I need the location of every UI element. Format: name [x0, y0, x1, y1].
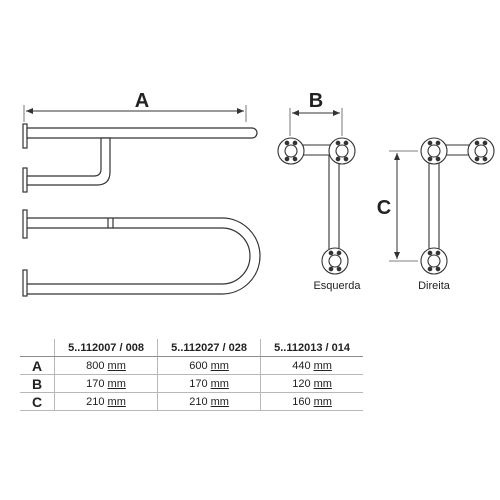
dimension-b: B: [289, 90, 343, 136]
right-view-label: Direita: [418, 280, 451, 292]
wall-plate: [22, 269, 28, 297]
mounting-flange: [420, 137, 448, 165]
left-view-label: Esquerda: [313, 280, 361, 292]
dimensions-table: 5..112007 / 008 5..112027 / 028 5..11201…: [20, 339, 363, 411]
folding-bar-side-view: [22, 123, 258, 193]
dimension-c: C: [377, 150, 418, 262]
right-hand-front-view: Direita: [418, 137, 495, 292]
mounting-flange: [467, 137, 495, 165]
left-hand-front-view: Esquerda: [277, 137, 361, 292]
mounting-flange: [328, 137, 356, 165]
mounting-flange: [420, 247, 448, 275]
u-bar-side-view: [22, 209, 261, 297]
vertical-tube: [328, 147, 340, 262]
support-tube: [26, 137, 111, 186]
technical-drawing: A B: [22, 90, 495, 297]
mounting-flange: [277, 137, 305, 165]
row-key: A: [20, 356, 55, 375]
column-header: 5..112027 / 028: [157, 339, 261, 357]
table-header-row: 5..112007 / 008 5..112027 / 028 5..11201…: [20, 339, 363, 357]
u-tube-outer: [27, 217, 261, 295]
vertical-tube: [428, 147, 440, 262]
dimension-a-label: A: [135, 90, 149, 112]
main-tube: [26, 127, 258, 139]
u-tube-inner: [27, 227, 251, 285]
dimension-a: A: [23, 90, 247, 122]
column-header: 5..112007 / 008: [53, 339, 158, 357]
column-header: 5..112013 / 014: [260, 339, 363, 357]
dimension-b-label: B: [309, 90, 323, 112]
row-key: B: [20, 374, 55, 393]
mounting-flange: [321, 247, 349, 275]
row-key: C: [20, 392, 55, 411]
dimension-c-label: C: [377, 197, 391, 219]
wall-plate: [22, 209, 28, 239]
